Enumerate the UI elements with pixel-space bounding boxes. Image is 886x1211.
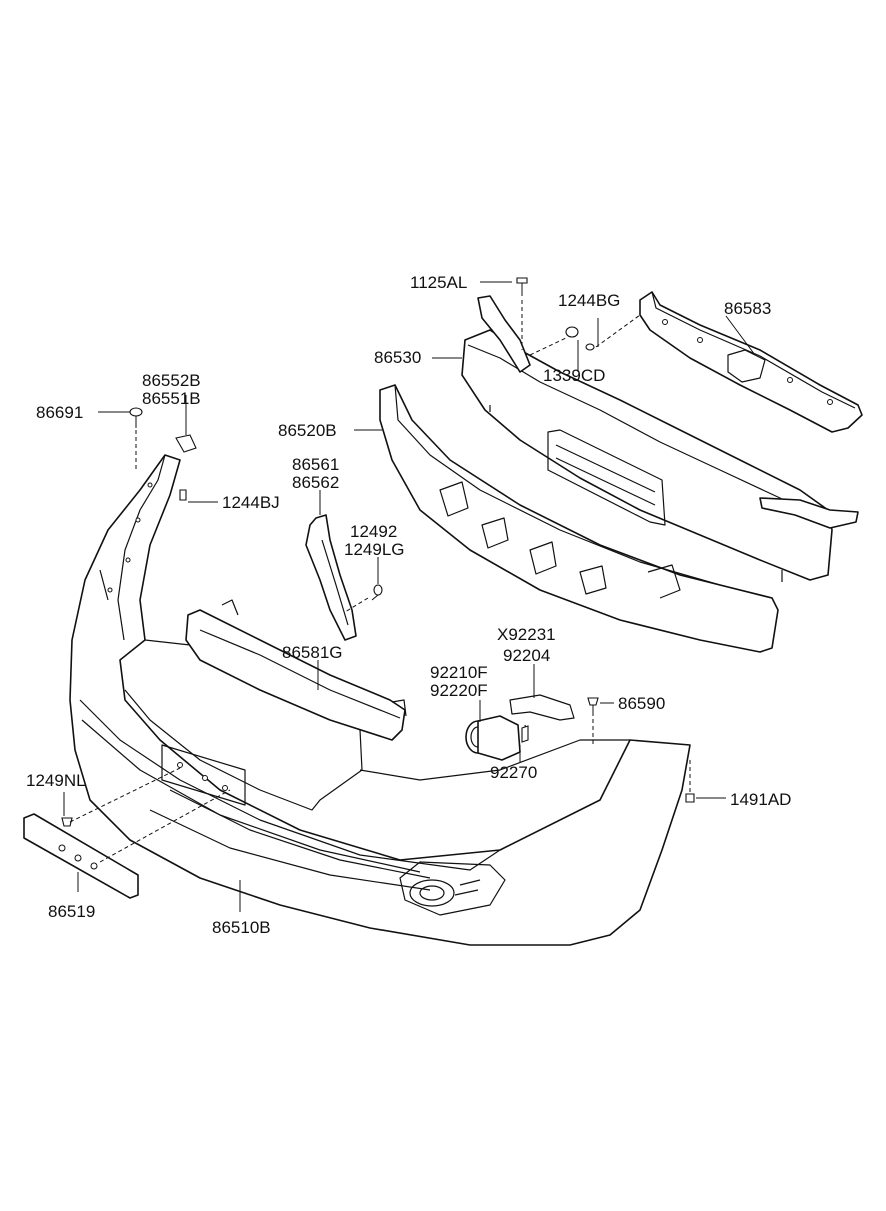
label-1244BJ: 1244BJ (222, 493, 280, 512)
part-labels: 1125AL 1244BG 86583 86530 1339CD 86552B … (26, 273, 791, 937)
grille-support-86581G (185, 599, 407, 741)
label-86581G: 86581G (282, 643, 343, 662)
label-86590: 86590 (618, 694, 665, 713)
label-86510B: 86510B (212, 918, 271, 937)
bumper-beam-86530 (461, 295, 859, 582)
upper-cover-86583 (639, 291, 863, 433)
label-1339CD: 1339CD (543, 366, 605, 385)
bumper-cover-86510B (69, 454, 691, 946)
label-1244BG: 1244BG (558, 291, 620, 310)
label-1249NL: 1249NL (26, 771, 86, 790)
label-92220F: 92220F (430, 681, 488, 700)
fasteners (61, 277, 695, 827)
label-X92231: X92231 (497, 625, 556, 644)
label-86530: 86530 (374, 348, 421, 367)
label-92270: 92270 (490, 763, 537, 782)
energy-absorber-86520B (379, 384, 779, 653)
license-plate-bracket-86519 (23, 813, 139, 899)
label-86583: 86583 (724, 299, 771, 318)
label-86561: 86561 (292, 455, 339, 474)
label-1249LG: 1249LG (344, 540, 405, 559)
label-92204: 92204 (503, 646, 550, 665)
leader-lines (63, 281, 756, 912)
side-bracket-86561 (305, 514, 357, 641)
label-86519: 86519 (48, 902, 95, 921)
label-1125AL: 1125AL (410, 273, 467, 292)
label-86552B: 86552B (142, 371, 201, 390)
label-86691: 86691 (36, 403, 83, 422)
label-86562: 86562 (292, 473, 339, 492)
label-92210F: 92210F (430, 663, 488, 682)
label-1491AD: 1491AD (730, 790, 791, 809)
label-86551B: 86551B (142, 389, 201, 408)
label-86520B: 86520B (278, 421, 337, 440)
label-12492: 12492 (350, 522, 397, 541)
